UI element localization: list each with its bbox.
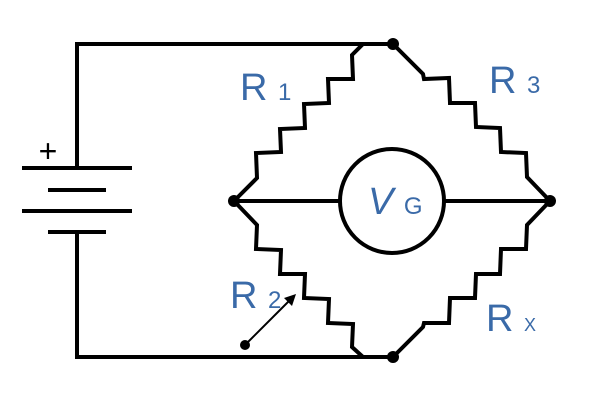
label-r1-subscript: 1 [278, 79, 291, 106]
label-vg: V G [368, 181, 423, 223]
label-rx-main: R [486, 298, 513, 340]
label-r2-subscript: 2 [268, 287, 281, 314]
label-r2-main: R [230, 275, 257, 317]
node-right [544, 195, 556, 207]
resistor-r1 [232, 42, 393, 203]
label-r3: R 3 [489, 60, 540, 102]
variable-arrow-head [284, 294, 296, 306]
label-rx-subscript: X [524, 315, 536, 335]
node-bottom [387, 351, 399, 363]
label-r1: R 1 [240, 67, 291, 109]
node-top [387, 38, 399, 50]
variable-arrow-line [244, 299, 291, 346]
label-vg-main: V [368, 181, 397, 223]
label-r3-subscript: 3 [527, 72, 540, 99]
resistor-r2 [232, 199, 393, 359]
battery [22, 166, 132, 234]
resistor-rx [391, 199, 552, 359]
top-wire [75, 42, 395, 170]
label-r1-main: R [240, 67, 267, 109]
resistor-r3 [391, 42, 552, 203]
label-vg-subscript: G [404, 193, 423, 220]
label-r3-main: R [489, 60, 516, 102]
galvanometer [338, 147, 446, 255]
node-left [228, 195, 240, 207]
label-r2: R 2 [230, 275, 281, 317]
bottom-wire [75, 230, 395, 359]
variable-arrow-dot [240, 340, 250, 350]
label-rx: R X [486, 298, 536, 340]
battery-plus-sign: + [39, 133, 58, 169]
